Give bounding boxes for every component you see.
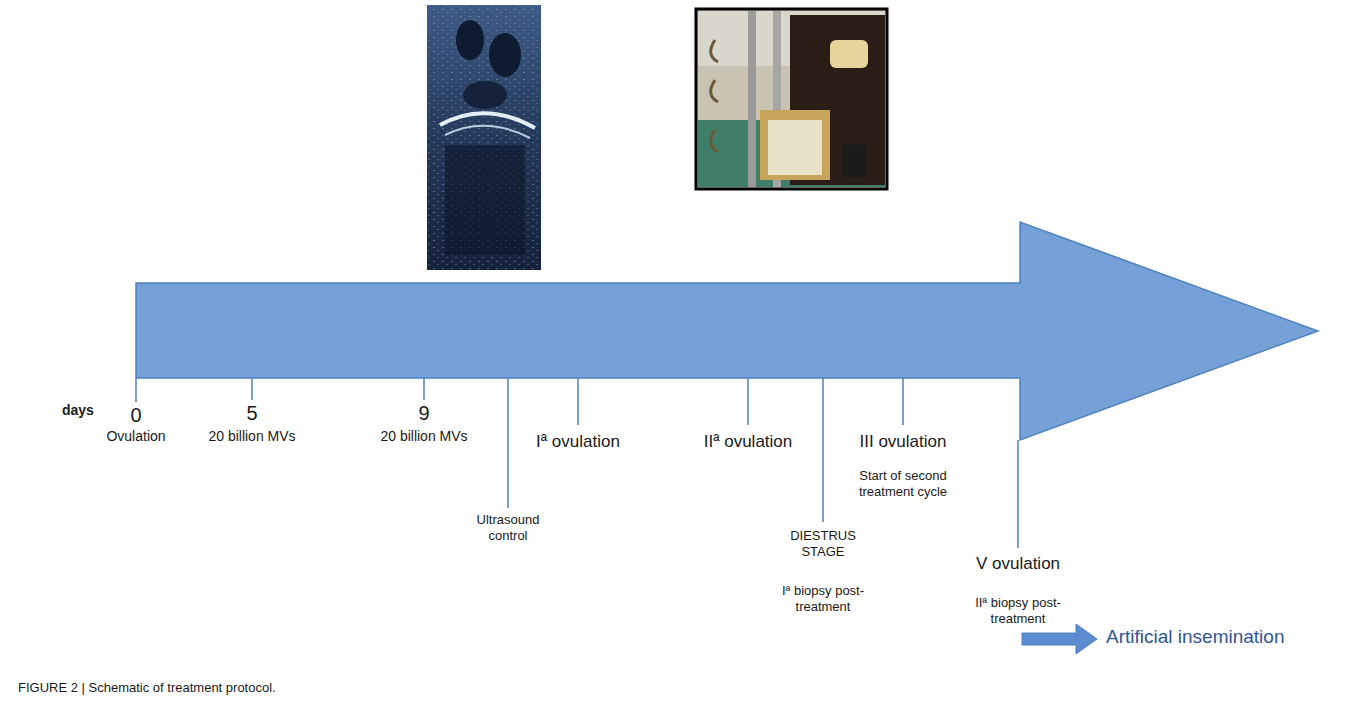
day-number: 9 [394, 401, 454, 425]
event-label: Start of second treatment cycle [837, 468, 969, 499]
ovulation-label: V ovulation [948, 554, 1088, 574]
day-number: 5 [222, 401, 282, 425]
stage-label: DIESTRUS STAGE [777, 528, 869, 559]
event-label: IIª biopsy post-treatment [963, 595, 1073, 626]
figure-caption: FIGURE 2 | Schematic of treatment protoc… [18, 680, 276, 696]
ovulation-label: IIª ovulation [678, 432, 818, 452]
day-number: 0 [106, 403, 166, 427]
timeline-arrow [136, 222, 1318, 440]
outcome-label: Artificial insemination [1106, 626, 1346, 649]
event-label: Ultrasound control [467, 512, 549, 543]
tick-marks [136, 378, 1018, 548]
dose-label: 20 billion MVs [182, 428, 322, 445]
event-label: Iª biopsy post-treatment [771, 583, 875, 614]
ultrasound-image [427, 5, 541, 270]
photo [696, 9, 887, 189]
axis-label: days [62, 402, 122, 419]
dose-label: 20 billion MVs [354, 428, 494, 445]
ovulation-label: III ovulation [833, 432, 973, 452]
event-label: Ovulation [76, 428, 196, 445]
ovulation-label: Iª ovulation [508, 432, 648, 452]
small-arrow [1022, 624, 1097, 654]
